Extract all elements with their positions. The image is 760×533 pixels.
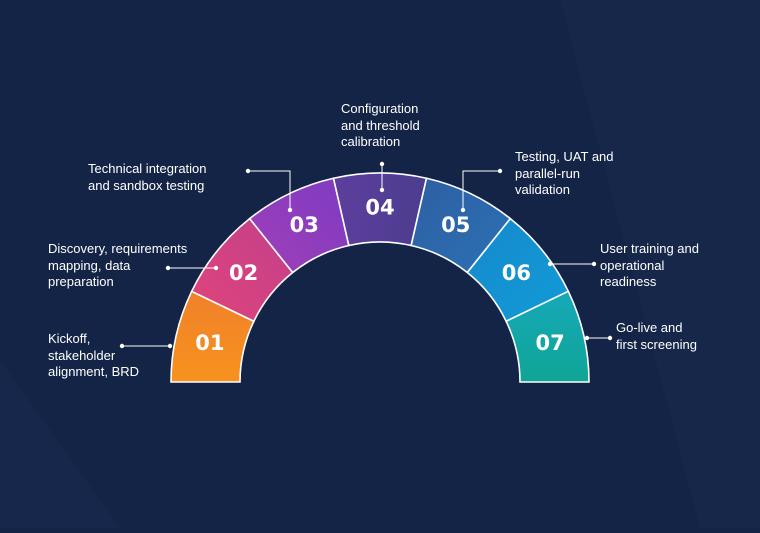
stage-label-06: User training and operational readiness xyxy=(600,241,699,289)
connector-dot xyxy=(245,168,251,174)
stage-label-01: Kickoff, stakeholder alignment, BRD xyxy=(48,331,140,379)
stage-number-01: 01 xyxy=(195,331,224,355)
connector-dot xyxy=(547,261,553,267)
background-shape xyxy=(560,0,760,528)
stage-label-04: Configuration and threshold calibration xyxy=(341,101,420,149)
connector-dot xyxy=(591,261,597,267)
connector-line-03 xyxy=(248,170,291,210)
background-shape xyxy=(0,360,120,528)
stage-label-07: Go-live and first screening xyxy=(616,320,697,352)
connector-dot xyxy=(165,265,171,271)
connector-dot xyxy=(379,187,385,193)
connector-dot xyxy=(167,343,173,349)
stage-label-05: Testing, UAT and parallel-run validation xyxy=(515,149,614,197)
stage-number-05: 05 xyxy=(441,213,470,237)
connector-dot xyxy=(287,207,293,213)
stage-number-03: 03 xyxy=(290,213,319,237)
connector-dot xyxy=(379,161,385,167)
stage-label-02: Discovery, requirements mapping, data pr… xyxy=(48,241,188,289)
stage-label-03: Technical integration and sandbox testin… xyxy=(88,161,207,193)
stage-number-02: 02 xyxy=(229,261,258,285)
connector-dot xyxy=(584,335,590,341)
stage-number-07: 07 xyxy=(536,331,565,355)
connector-dot xyxy=(607,335,613,341)
connector-dot xyxy=(119,343,125,349)
stage-segment-07 xyxy=(505,290,590,383)
connector-dot xyxy=(497,168,503,174)
stage-number-06: 06 xyxy=(502,261,531,285)
connector-dot xyxy=(213,265,219,271)
stage-number-04: 04 xyxy=(365,196,394,220)
connector-dot xyxy=(460,207,466,213)
connector-line-05 xyxy=(462,170,500,210)
